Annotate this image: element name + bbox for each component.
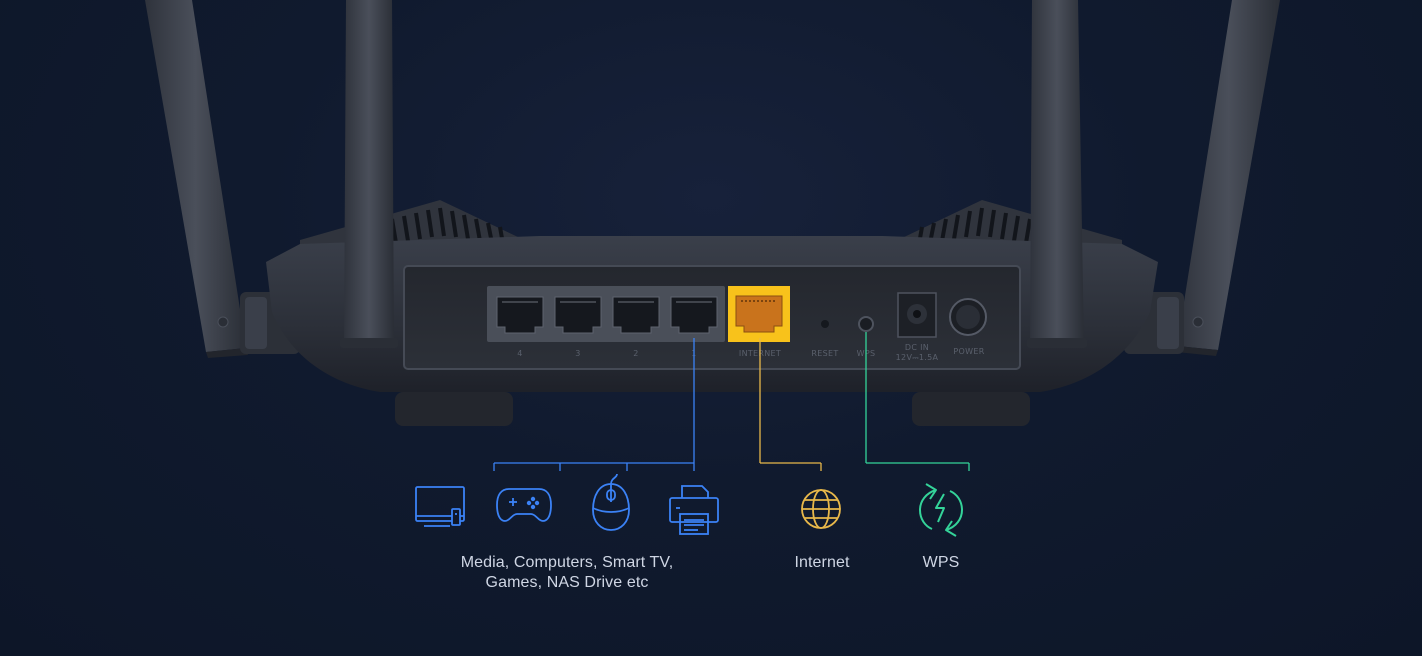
lan-connector bbox=[493, 338, 695, 471]
wps-caption: WPS bbox=[922, 554, 960, 571]
dc-in-label: DC IN bbox=[905, 343, 929, 352]
reset-hole bbox=[821, 320, 829, 328]
printer-icon bbox=[668, 484, 720, 536]
mouse-icon bbox=[589, 472, 633, 532]
lan-port-label-3: 3 bbox=[575, 349, 580, 358]
lan-port-label-2: 2 bbox=[633, 349, 638, 358]
power-label: POWER bbox=[953, 347, 984, 356]
lan-caption-line-2: Games, NAS Drive etc bbox=[485, 574, 649, 591]
lan-devices-caption: Media, Computers, Smart TV, Games, NAS D… bbox=[437, 553, 697, 593]
antenna-left-outer bbox=[145, 0, 248, 358]
lan-ports bbox=[487, 286, 725, 342]
internet-port bbox=[728, 286, 790, 342]
antenna-right-inner bbox=[1027, 0, 1087, 348]
dc-in-rating: 12V⎓1.5A bbox=[896, 353, 939, 362]
internet-caption: Internet bbox=[794, 554, 850, 571]
wps-sync-icon bbox=[914, 482, 968, 538]
monitor-icon bbox=[414, 485, 468, 529]
antenna-right-outer bbox=[1176, 0, 1280, 356]
wps-button-graphic bbox=[858, 316, 874, 332]
reset-label: RESET bbox=[811, 349, 838, 358]
lan-port-label-4: 4 bbox=[517, 349, 522, 358]
internet-connector bbox=[759, 338, 822, 471]
gamepad-icon bbox=[495, 485, 553, 525]
lan-caption-line-1: Media, Computers, Smart TV, bbox=[460, 554, 674, 571]
globe-icon bbox=[800, 488, 842, 530]
wps-connector bbox=[865, 332, 970, 471]
antenna-left-inner bbox=[340, 0, 398, 348]
